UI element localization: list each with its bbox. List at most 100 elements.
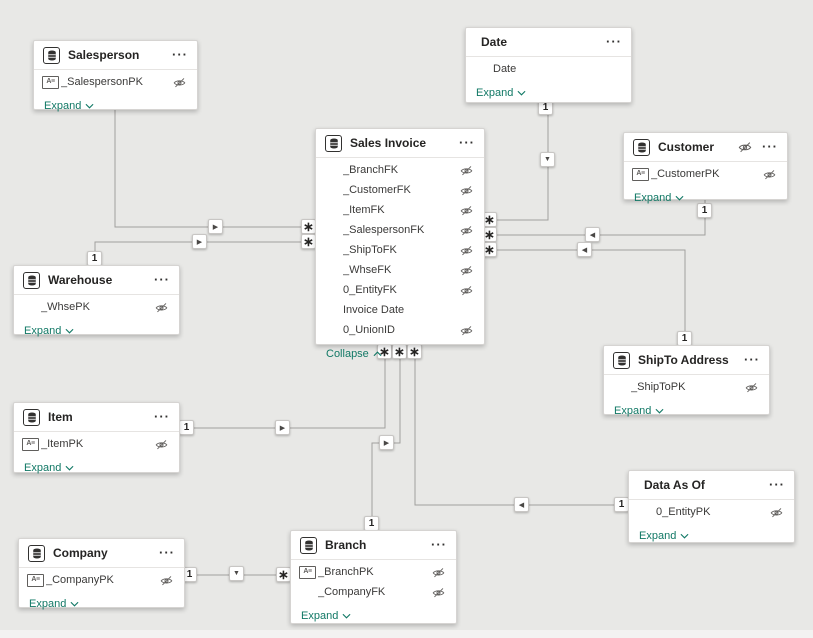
field-hidden-eye-icon[interactable]: [460, 164, 473, 177]
table-field-list: A≡_CustomerPK: [624, 162, 787, 186]
field-row[interactable]: 0_EntityFK: [316, 280, 484, 300]
field-hidden-eye-icon[interactable]: [460, 324, 473, 337]
field-hidden-eye-icon[interactable]: [460, 204, 473, 217]
table-more-options-button[interactable]: ···: [606, 34, 622, 49]
table-icon: [43, 46, 60, 64]
table-header-customer[interactable]: Customer···: [624, 133, 787, 162]
table-card-sales-invoice[interactable]: Sales Invoice···_BranchFK_CustomerFK_Ite…: [315, 128, 485, 360]
chevron-down-icon: [65, 328, 74, 334]
field-row[interactable]: _CompanyFK: [291, 582, 456, 602]
table-card-salesperson[interactable]: Salesperson···A≡_SalespersonPK Expand: [33, 40, 198, 112]
expand-link[interactable]: Expand: [29, 598, 79, 610]
chevron-down-icon: [680, 533, 689, 539]
field-hidden-eye-icon[interactable]: [432, 566, 445, 579]
table-header-data-as-of[interactable]: Data As Of···: [629, 471, 794, 500]
field-row[interactable]: A≡_CustomerPK: [624, 164, 787, 184]
table-title: Item: [48, 410, 73, 424]
field-hidden-eye-icon[interactable]: [460, 244, 473, 257]
field-row[interactable]: A≡_ItemPK: [14, 434, 179, 454]
table-more-options-button[interactable]: ···: [744, 352, 760, 367]
field-row[interactable]: _WhseFK: [316, 260, 484, 280]
relationship-line-salesperson-to-sales-invoice[interactable]: [114, 110, 315, 228]
field-row[interactable]: Date: [466, 59, 631, 79]
table-icon: [23, 271, 40, 289]
collapse-link[interactable]: Collapse: [326, 348, 382, 360]
table-card-company[interactable]: Company···A≡_CompanyPK Expand: [18, 538, 185, 610]
expand-link[interactable]: Expand: [634, 192, 684, 204]
table-more-options-button[interactable]: ···: [769, 477, 785, 492]
field-hidden-eye-icon[interactable]: [155, 438, 168, 451]
field-hidden-eye-icon[interactable]: [763, 168, 776, 181]
table-more-options-button[interactable]: ···: [159, 545, 175, 560]
abc-text-icon: A≡: [299, 565, 316, 579]
table-card-footer: Expand: [14, 319, 179, 342]
table-header-item[interactable]: Item ···: [14, 403, 179, 432]
table-more-options-button[interactable]: ···: [762, 139, 778, 154]
table-card-footer: Expand: [629, 524, 794, 547]
field-name: _CompanyFK: [318, 586, 386, 598]
field-row[interactable]: A≡_BranchPK: [291, 562, 456, 582]
expand-link[interactable]: Expand: [614, 405, 664, 417]
relationship-line-date-to-sales-invoice[interactable]: [485, 103, 549, 221]
table-header-date[interactable]: Date···: [466, 28, 631, 57]
field-row[interactable]: _BranchFK: [316, 160, 484, 180]
table-header-salesperson[interactable]: Salesperson···: [34, 41, 197, 70]
table-card-branch[interactable]: Branch···A≡_BranchPK _CompanyFK Expand: [290, 530, 457, 624]
table-header-warehouse[interactable]: Warehouse···: [14, 266, 179, 295]
table-header-shipto-address[interactable]: ShipTo Address···: [604, 346, 769, 375]
expand-link[interactable]: Expand: [301, 610, 351, 622]
table-card-footer: Expand: [291, 604, 456, 627]
field-row[interactable]: 0_UnionID: [316, 320, 484, 340]
table-card-data-as-of[interactable]: Data As Of···0_EntityPK Expand: [628, 470, 795, 543]
table-card-shipto-address[interactable]: ShipTo Address···_ShipToPK Expand: [603, 345, 770, 417]
field-hidden-eye-icon[interactable]: [173, 76, 186, 89]
table-icon: [325, 134, 342, 152]
expand-link[interactable]: Expand: [44, 100, 94, 112]
table-card-warehouse[interactable]: Warehouse···_WhsePK Expand: [13, 265, 180, 337]
table-header-branch[interactable]: Branch···: [291, 531, 456, 560]
field-hidden-eye-icon[interactable]: [160, 574, 173, 587]
field-row[interactable]: _WhsePK: [14, 297, 179, 317]
table-more-options-button[interactable]: ···: [459, 135, 475, 150]
field-hidden-eye-icon[interactable]: [460, 284, 473, 297]
field-row[interactable]: A≡_CompanyPK: [19, 570, 184, 590]
field-row[interactable]: A≡_SalespersonPK: [34, 72, 197, 92]
date-to-sales-invoice-one-marker: 1: [538, 100, 553, 115]
table-more-options-button[interactable]: ···: [172, 47, 188, 62]
field-hidden-eye-icon[interactable]: [460, 264, 473, 277]
field-row[interactable]: 0_EntityPK: [629, 502, 794, 522]
expand-link[interactable]: Expand: [24, 325, 74, 337]
field-hidden-eye-icon[interactable]: [770, 506, 783, 519]
field-hidden-eye-icon[interactable]: [432, 586, 445, 599]
field-row[interactable]: _SalespersonFK: [316, 220, 484, 240]
relationship-line-shipto-address-to-sales-invoice[interactable]: [485, 249, 686, 345]
table-card-item[interactable]: Item ··· A≡_ItemPK Expand: [13, 402, 180, 474]
table-card-customer[interactable]: Customer···A≡_CustomerPK Expand: [623, 132, 788, 204]
field-row[interactable]: _ItemFK: [316, 200, 484, 220]
footer-link-label: Expand: [614, 404, 652, 417]
table-hidden-eye-icon[interactable]: [738, 140, 752, 154]
table-field-list: Date: [466, 57, 631, 81]
table-more-options-button[interactable]: ···: [154, 409, 170, 424]
expand-link[interactable]: Expand: [476, 87, 526, 99]
expand-link[interactable]: Expand: [24, 462, 74, 474]
field-row[interactable]: Invoice Date: [316, 300, 484, 320]
relationship-line-data-as-of-to-sales-invoice[interactable]: [414, 345, 628, 506]
relationship-line-item-to-sales-invoice[interactable]: [180, 345, 386, 429]
table-more-options-button[interactable]: ···: [154, 272, 170, 287]
table-field-list: A≡_CompanyPK: [19, 568, 184, 592]
field-hidden-eye-icon[interactable]: [155, 301, 168, 314]
table-more-options-button[interactable]: ···: [431, 537, 447, 552]
table-header-company[interactable]: Company···: [19, 539, 184, 568]
table-header-sales-invoice[interactable]: Sales Invoice···: [316, 129, 484, 158]
field-hidden-eye-icon[interactable]: [460, 224, 473, 237]
field-hidden-eye-icon[interactable]: [745, 381, 758, 394]
field-row[interactable]: _CustomerFK: [316, 180, 484, 200]
abc-text-icon: A≡: [22, 437, 39, 451]
field-row[interactable]: _ShipToPK: [604, 377, 769, 397]
field-hidden-eye-icon[interactable]: [460, 184, 473, 197]
expand-link[interactable]: Expand: [639, 530, 689, 542]
field-row[interactable]: _ShipToFK: [316, 240, 484, 260]
